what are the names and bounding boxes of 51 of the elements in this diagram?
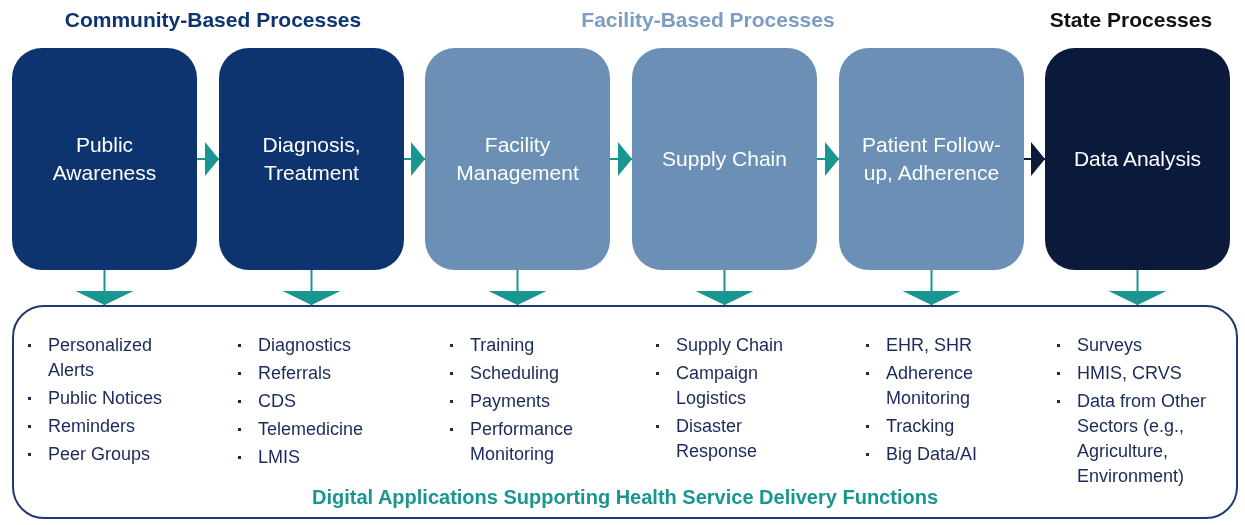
- chevron-arrow: [75, 269, 134, 306]
- chevron-arrow: [816, 142, 840, 176]
- chevron-arrow: [902, 269, 961, 306]
- process-label: Data Analysis: [1072, 146, 1203, 172]
- chevron-arrow: [282, 269, 341, 306]
- list-item: Big Data/AI: [866, 442, 1031, 467]
- list-item: Adherence Monitoring: [866, 361, 1031, 411]
- process-label: Diagnosis, Treatment: [261, 132, 362, 186]
- list-item: Payments: [450, 389, 615, 414]
- group-heading: Facility-Based Processes: [581, 8, 835, 32]
- process-label: Patient Follow-up, Adherence: [861, 132, 1002, 186]
- list-item: Performance Monitoring: [450, 417, 615, 467]
- process-box: [839, 48, 1024, 270]
- chevron-arrow: [403, 142, 426, 176]
- list-item: Campaign Logistics: [656, 361, 821, 411]
- list-item: CDS: [238, 389, 403, 414]
- process-box: [12, 48, 197, 270]
- group-heading: Community-Based Processes: [64, 8, 362, 32]
- list-item: Disaster Response: [656, 414, 821, 464]
- process-label: Public Awareness: [51, 132, 158, 186]
- list-item: Tracking: [866, 414, 1031, 439]
- list-item: Scheduling: [450, 361, 615, 386]
- process-box: [1045, 48, 1230, 270]
- chevron-arrow: [695, 269, 754, 306]
- group-heading: State Processes: [1049, 8, 1213, 32]
- chevron-arrow: [1108, 269, 1167, 306]
- process-box: [219, 48, 404, 270]
- list-item: Data from Other Sectors (e.g., Agriculture, Environment): [1057, 389, 1222, 489]
- chevron-arrow: [609, 142, 633, 176]
- list-item: Personalized Alerts: [28, 333, 193, 383]
- list-item: Reminders: [28, 414, 193, 439]
- list-item: Diagnostics: [238, 333, 403, 358]
- list-item: Surveys: [1057, 333, 1222, 358]
- process-label: Facility Management: [455, 132, 580, 186]
- applications-panel: [12, 305, 1238, 519]
- list-item: HMIS, CRVS: [1057, 361, 1222, 386]
- chevron-arrow: [196, 142, 220, 176]
- process-label: Supply Chain: [661, 146, 788, 172]
- list-item: Telemedicine: [238, 417, 403, 442]
- list-item: Supply Chain: [656, 333, 821, 358]
- list-item: Public Notices: [28, 386, 193, 411]
- chevron-arrow: [488, 269, 547, 306]
- chevron-arrow: [1023, 142, 1046, 176]
- list-item: Peer Groups: [28, 442, 193, 467]
- list-item: EHR, SHR: [866, 333, 1031, 358]
- list-item: Referrals: [238, 361, 403, 386]
- process-box: [632, 48, 817, 270]
- panel-title: Digital Applications Supporting Health Service Delivery Functions: [310, 486, 939, 509]
- list-item: Training: [450, 333, 615, 358]
- list-item: LMIS: [238, 445, 403, 470]
- process-box: [425, 48, 610, 270]
